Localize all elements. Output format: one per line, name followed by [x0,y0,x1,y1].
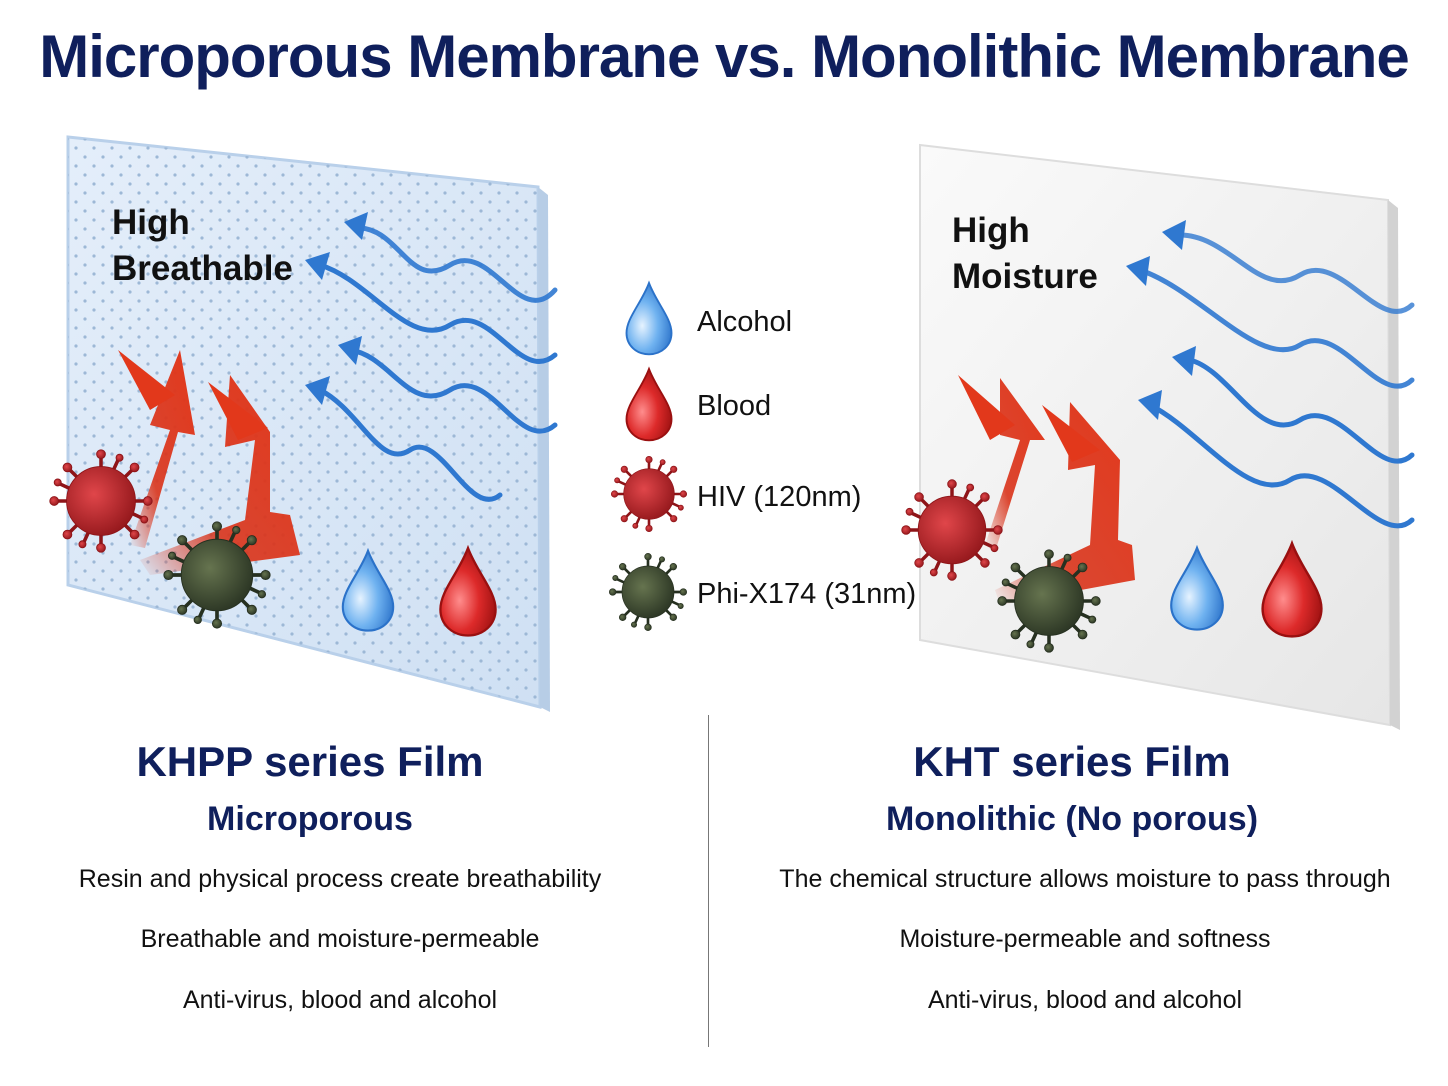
left-panel-label: High Breathable [112,200,293,292]
left-film-title: KHPP series Film [136,738,484,785]
right-panel-label: High Moisture [952,208,1098,300]
right-label-line1: High [952,211,1030,250]
left-label-line1: High [112,203,190,242]
legend-hiv-label: HIV (120nm) [697,481,862,513]
right-film-subtitle: Monolithic (No porous) [885,800,1259,838]
left-feature-2: Breathable and moisture-permeable [140,925,540,953]
left-feature-3: Anti-virus, blood and alcohol [182,986,498,1014]
right-hiv-virus-icon [900,478,1004,582]
legend-blood-icon [625,368,673,442]
legend-alcohol-label: Alcohol [697,306,793,338]
legend-hiv-icon [610,455,688,533]
legend-alcohol-icon [625,282,673,356]
left-hiv-virus-icon [48,448,154,554]
legend-phi-label: Phi-X174 (31nm) [697,578,917,610]
right-feature-1: The chemical structure allows moisture t… [779,865,1391,893]
right-wave-arrowheads [1126,220,1196,420]
left-phi-virus-icon [162,520,272,630]
right-phi-virus-icon [996,548,1102,654]
right-moisture-waves [1137,232,1415,529]
legend-blood-label: Blood [697,390,772,422]
left-moisture-waves [317,225,558,502]
right-barrier-arrows [958,375,1135,605]
right-label-line2: Moisture [952,257,1098,296]
left-feature-1: Resin and physical process create breath… [78,865,602,893]
right-feature-3: Anti-virus, blood and alcohol [927,986,1243,1014]
legend-phi-icon [608,552,688,632]
right-feature-2: Moisture-permeable and softness [899,925,1271,953]
right-film-title: KHT series Film [913,738,1231,785]
page-title: Microporous Membrane vs. Monolithic Memb… [39,23,1410,90]
left-film-subtitle: Microporous [207,800,413,838]
left-label-line2: Breathable [112,249,293,288]
left-wave-arrowheads [305,212,368,405]
section-divider [708,715,709,1047]
